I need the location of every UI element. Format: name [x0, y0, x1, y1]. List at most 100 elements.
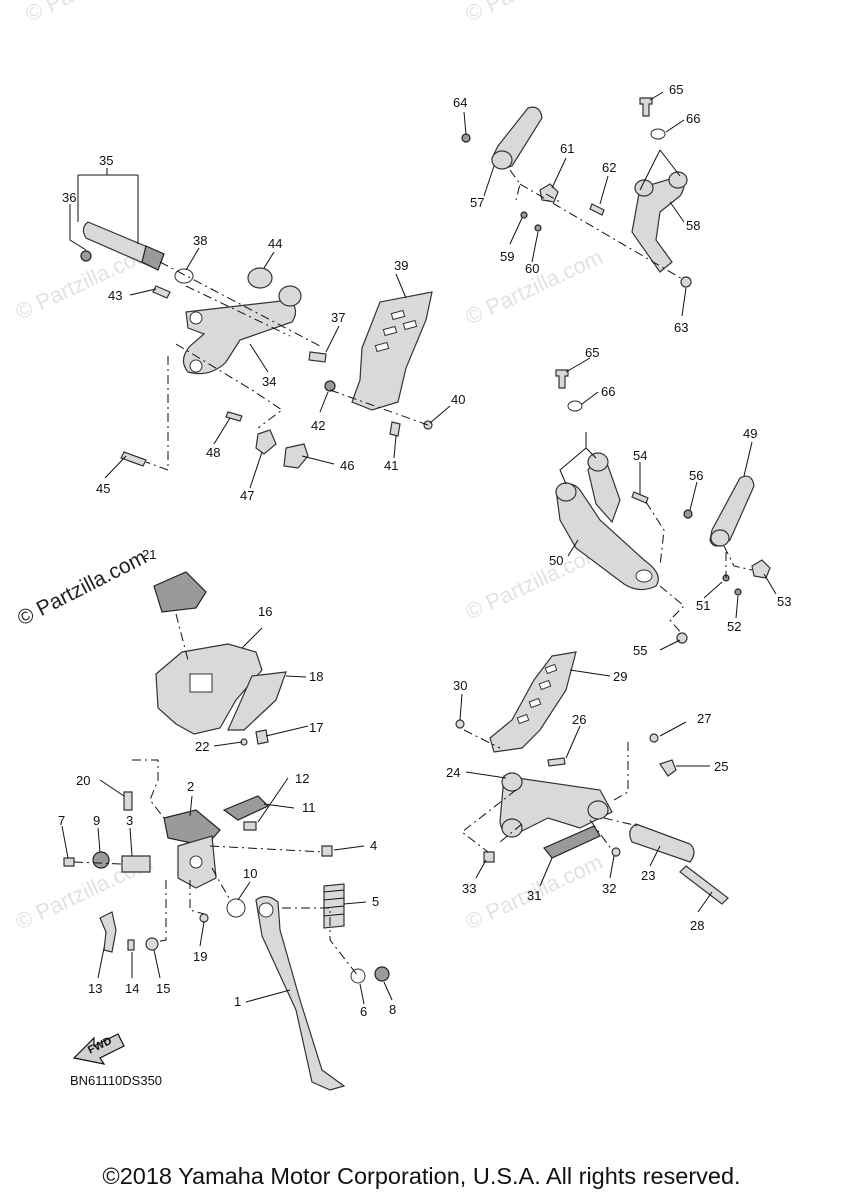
callout-label: 8: [389, 1002, 396, 1017]
callout-label: 64: [453, 95, 467, 110]
nut-part-15: [145, 937, 159, 951]
screw-part-30: [455, 719, 465, 729]
rear-right-footrest-assembly: [461, 91, 692, 317]
footpeg-part-49: [709, 475, 755, 547]
plate-slot: [402, 319, 418, 331]
leader-line: [565, 725, 581, 759]
nut-part-42: [324, 380, 336, 392]
callout-label: 2: [187, 779, 194, 794]
nut-part-8: [374, 966, 390, 982]
cover-slot: [189, 673, 213, 693]
callout-label: 13: [88, 981, 102, 996]
leader-line: [459, 693, 463, 721]
partzilla-watermark: © Partzilla.com: [14, 546, 151, 631]
alignment-line: [645, 501, 753, 635]
footpeg-tip-part: [141, 245, 165, 271]
callout-label: 44: [268, 236, 282, 251]
alignment-line: [509, 169, 685, 281]
callout-label: 14: [125, 981, 139, 996]
sidestand-pivot: [258, 902, 274, 918]
leader-line: [763, 573, 777, 595]
bolt-part-33: [483, 851, 495, 863]
leader-line: [639, 119, 685, 191]
copyright-notice: ©2018 Yamaha Motor Corporation, U.S.A. A…: [102, 1163, 741, 1189]
plate-slot: [528, 697, 542, 709]
bracket-boss: [587, 800, 609, 820]
leader-line: [265, 725, 309, 737]
bracket-hole: [189, 311, 203, 325]
callout-label: 19: [193, 949, 207, 964]
washer-part-9: [92, 851, 110, 869]
pin-part-28: [679, 865, 729, 905]
callout-label: 5: [372, 894, 379, 909]
leader-line: [681, 287, 687, 317]
callout-label: 10: [243, 866, 257, 881]
bolt-part-12: [243, 821, 257, 831]
spring-part-52: [734, 588, 742, 596]
bracket-hole: [189, 855, 203, 869]
nut-part-55: [676, 632, 688, 644]
callout-label: 24: [446, 765, 460, 780]
clip-part-25: [659, 759, 677, 777]
diagram-code: BN61110DS350: [70, 1073, 162, 1088]
switch-part-21: [153, 571, 207, 613]
callout-label: 12: [295, 771, 309, 786]
leader-line: [383, 981, 393, 1001]
leader-line: [153, 949, 161, 979]
bracket-boss: [501, 772, 523, 792]
alignment-line: [145, 261, 429, 471]
leader-line: [301, 455, 335, 465]
leader-line: [241, 627, 263, 649]
leader-line: [465, 771, 507, 779]
callout-label: 65: [669, 82, 683, 97]
leader-line: [97, 827, 101, 853]
leader-line: [429, 405, 451, 424]
callout-label: 57: [470, 195, 484, 210]
clip-part-46: [283, 443, 309, 469]
callout-label: 9: [93, 813, 100, 828]
callout-label: 3: [126, 813, 133, 828]
leader-line: [581, 391, 599, 405]
ball-part-53: [751, 559, 771, 579]
collar-part: [278, 285, 302, 307]
callout-label: 50: [549, 553, 563, 568]
leader-line: [359, 983, 365, 1005]
bolt-part-41: [389, 421, 401, 437]
leader-line: [509, 217, 523, 245]
callout-label: 29: [613, 669, 627, 684]
callout-label: 52: [727, 619, 741, 634]
fwd-arrow-icon: FWD: [72, 1033, 125, 1065]
callout-label: 60: [525, 261, 539, 276]
leader-line: [249, 343, 269, 373]
bolt-part-43: [152, 285, 171, 299]
bracket-boss: [501, 818, 523, 838]
rear-left-footrest-assembly: [555, 357, 777, 651]
callout-label: 41: [384, 458, 398, 473]
leader-line: [559, 432, 597, 485]
watermark-text: © Partzilla.com: [22, 0, 167, 27]
callout-label: 59: [500, 249, 514, 264]
leader-line: [463, 111, 467, 135]
callout-label: 58: [686, 218, 700, 233]
leader-line: [393, 435, 397, 459]
callout-label: 49: [743, 426, 757, 441]
callout-label: 27: [697, 711, 711, 726]
bolt-part-20: [123, 791, 133, 811]
pin-part-56: [683, 509, 693, 519]
callout-label: 38: [193, 233, 207, 248]
callout-label: 53: [777, 594, 791, 609]
callout-label: 4: [370, 838, 377, 853]
callout-label: 45: [96, 481, 110, 496]
leader-line: [649, 91, 664, 101]
leader-line: [285, 675, 307, 678]
callout-label: 66: [686, 111, 700, 126]
leader-line: [565, 357, 591, 373]
leader-line: [199, 921, 205, 947]
bolt-part-65: [639, 97, 653, 117]
callout-label: 61: [560, 141, 574, 156]
leader-line: [263, 251, 275, 269]
leader-line: [743, 441, 753, 477]
plate-slot: [382, 325, 398, 337]
leader-line: [531, 231, 539, 263]
leader-line: [245, 989, 291, 1003]
